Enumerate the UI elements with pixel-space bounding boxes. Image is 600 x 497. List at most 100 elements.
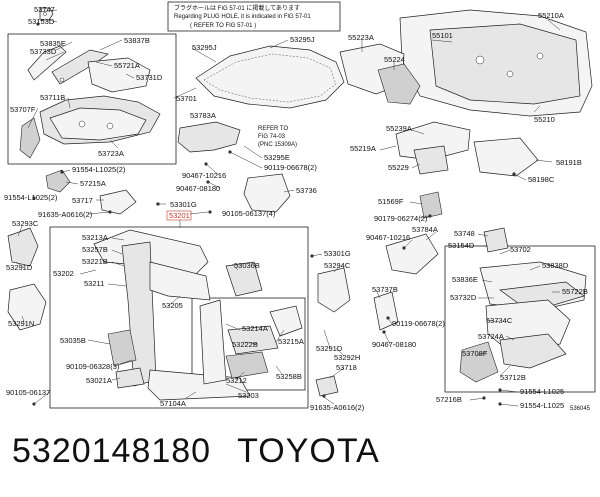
- label-55721a: 55721A: [114, 61, 140, 70]
- part-number: 5320148180: [12, 432, 212, 470]
- part-55229-drawing: [413, 145, 449, 175]
- label-53301g-top: 53301G: [170, 200, 197, 209]
- label-53257b: 53257B: [82, 245, 108, 254]
- part-53212-drawing: [225, 351, 269, 379]
- image-code: 536045: [570, 406, 591, 412]
- label-53154d: 53154D: [448, 241, 475, 250]
- label-90467-08180-top: 90467-08180: [176, 184, 220, 193]
- label-55722b: 55722B: [562, 287, 588, 296]
- label-53748: 53748: [454, 229, 475, 238]
- label-55223a: 55223A: [348, 33, 374, 42]
- label-53708f: 53708F: [462, 349, 488, 358]
- label-90467-08180-right: 90467-08180: [372, 340, 416, 349]
- label-55219a: 55219A: [350, 144, 376, 153]
- notice-line-japanese: ブラグホールは FIG 57-01 に掲載してあります: [174, 4, 300, 12]
- upper-left-group-box: [7, 33, 177, 165]
- part-58191b-drawing: [473, 137, 539, 177]
- label-53212: 53212: [226, 376, 247, 385]
- label-90467-10216-right: 90467-10216: [366, 233, 410, 242]
- label-90105-06137: 90105-06137: [6, 388, 50, 397]
- label-53021a: 53021A: [86, 376, 112, 385]
- center-radiator-support-group-box: [49, 226, 309, 409]
- part-53736-drawing: [243, 173, 291, 213]
- notice-line-refer: ( REFER TO FIG 57-01 ): [190, 23, 256, 29]
- part-53035b-drawing: [107, 329, 137, 367]
- inner-support-subgroup-box: [191, 297, 306, 391]
- part-53293c-drawing: [7, 227, 39, 267]
- part-53291n-drawing: [7, 283, 47, 331]
- part-53712b-drawing: [499, 333, 567, 369]
- brand-name: TOYOTA: [237, 432, 380, 470]
- label-53292h: 53292H: [334, 353, 360, 362]
- dashed-outline: [203, 53, 337, 103]
- notice-line-english: Regarding PLUG HOLE, it is indicated in …: [174, 14, 311, 20]
- label-53203: 53203: [238, 391, 259, 400]
- hole-symbol: [78, 120, 86, 128]
- label-53294c: 53294C: [324, 261, 351, 270]
- ref-fig-74-line2: FIG 74-03: [258, 134, 286, 140]
- label-53153d: 53153D: [28, 17, 55, 26]
- label-55210: 55210: [534, 115, 555, 124]
- bolt-symbol: [43, 12, 47, 16]
- hole-symbol: [106, 122, 114, 130]
- ref-fig-74-line3: (PNC 15309A): [258, 142, 297, 148]
- part-53036b-drawing: [225, 261, 263, 297]
- part-53717-drawing: [99, 189, 137, 215]
- label-53732d: 53732D: [450, 293, 477, 302]
- part-53737b-drawing: [373, 291, 399, 331]
- label-53731d: 53731D: [136, 73, 163, 82]
- label-53295j-right: 53295J: [290, 35, 315, 44]
- part-55721a-drawing: [51, 49, 109, 85]
- part-57215a-drawing: [45, 169, 71, 193]
- part-53723a-drawing: [49, 107, 147, 141]
- label-53736: 53736: [296, 186, 317, 195]
- label-53291d-right: 53291D: [316, 344, 343, 353]
- label-55210a: 55210A: [538, 11, 564, 20]
- label-91554-l1025-2-lower: 91554-L1025(2): [4, 193, 58, 202]
- hole-symbol: [59, 77, 65, 83]
- label-53213a: 53213A: [82, 233, 108, 242]
- part-51569f-drawing: [419, 191, 443, 219]
- label-53301g-right: 53301G: [324, 249, 351, 258]
- label-55239a: 55239A: [386, 124, 412, 133]
- label-53737b: 53737B: [372, 285, 398, 294]
- label-53718: 53718: [336, 363, 357, 372]
- label-58198c: 58198C: [528, 175, 555, 184]
- label-55224: 55224: [384, 55, 405, 64]
- part-53222b-drawing: [227, 325, 279, 355]
- label-91554-l1025-2-upper: 91554-L1025(2): [72, 165, 126, 174]
- footer-caption: 5320148180 TOYOTA: [12, 432, 380, 471]
- lower-right-group-box: [444, 245, 596, 393]
- label-53702: 53702: [510, 245, 531, 254]
- label-53747: 53747: [34, 5, 55, 14]
- plug-hole-notice-box: [167, 1, 341, 32]
- ref-fig-74-line1: REFER TO: [258, 126, 288, 132]
- label-53215a: 53215A: [278, 337, 304, 346]
- label-53835e: 53835E: [40, 39, 66, 48]
- label-53707f: 53707F: [10, 105, 36, 114]
- label-53836e: 53836E: [452, 275, 478, 284]
- hole-symbol: [506, 70, 514, 78]
- part-53718-drawing: [315, 375, 339, 397]
- part-53211-side-member-drawing: [121, 241, 157, 387]
- part-53783a-drawing: [177, 121, 241, 153]
- label-53837b: 53837B: [124, 36, 150, 45]
- part-53021a-drawing: [115, 367, 145, 389]
- label-53701: 53701: [176, 94, 197, 103]
- label-57215a: 57215A: [80, 179, 106, 188]
- label-91635-a0616-2-right: 91635-A0616(2): [310, 403, 365, 412]
- label-90119-06678-2-right: 90119-06678(2): [392, 319, 445, 328]
- part-53214a-drawing: [199, 299, 227, 385]
- label-90105-06137-4: 90105-06137(4): [222, 209, 276, 218]
- label-90179-06274-2: 90179-06274(2): [374, 214, 428, 223]
- label-53258b: 53258B: [276, 372, 302, 381]
- label-53291n: 53291N: [8, 319, 34, 328]
- part-53294c-drawing: [317, 267, 351, 313]
- parts-diagram: ブラグホールは FIG 57-01 に掲載してあります Regarding PL…: [4, 1, 596, 412]
- highlight-box-53201: [166, 210, 192, 221]
- label-90109-06328-3: 90109-06328(3): [66, 362, 120, 371]
- label-91554-l1025-upper-right: 91554-L1025: [520, 387, 564, 396]
- label-53214a: 53214A: [242, 324, 268, 333]
- hole-symbol: [475, 55, 485, 65]
- part-53835e-drawing: [27, 45, 67, 81]
